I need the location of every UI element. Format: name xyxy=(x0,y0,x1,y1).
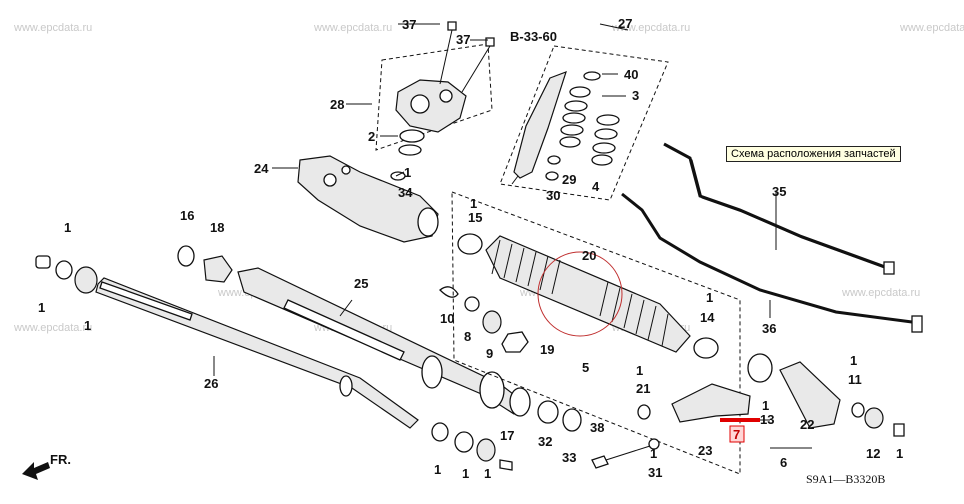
rack-housing[interactable] xyxy=(237,267,531,417)
callout-1[interactable]: 1 xyxy=(896,446,903,461)
diagram-code: S9A1—B3320B xyxy=(806,472,885,486)
callout-5[interactable]: 5 xyxy=(582,360,589,375)
callout-33[interactable]: 33 xyxy=(562,450,576,465)
callout-26[interactable]: 26 xyxy=(204,376,218,391)
callout-32[interactable]: 32 xyxy=(538,434,552,449)
callout-15[interactable]: 15 xyxy=(468,210,482,225)
callout-29[interactable]: 29 xyxy=(562,172,576,187)
callout-2[interactable]: 2 xyxy=(368,129,375,144)
callout-25[interactable]: 25 xyxy=(354,276,368,291)
callout-27[interactable]: 27 xyxy=(618,16,632,31)
callout-14[interactable]: 14 xyxy=(700,310,715,325)
callout-37[interactable]: 37 xyxy=(402,17,416,32)
callout-1[interactable]: 1 xyxy=(84,318,91,333)
callout-28[interactable]: 28 xyxy=(330,97,344,112)
callout-19[interactable]: 19 xyxy=(540,342,554,357)
boot-kit-outline xyxy=(451,191,741,475)
callout-1[interactable]: 1 xyxy=(650,446,657,461)
reference-link[interactable]: B-33-60 xyxy=(510,29,557,44)
rack-boot[interactable] xyxy=(457,233,719,359)
callout-21[interactable]: 21 xyxy=(636,381,650,396)
watermark: www.epcdata.ru xyxy=(841,287,920,299)
gearbox-housing[interactable] xyxy=(297,155,459,298)
callout-4[interactable]: 4 xyxy=(592,179,600,194)
callout-35[interactable]: 35 xyxy=(772,184,786,199)
front-arrow: FR. xyxy=(22,452,71,480)
callout-7[interactable]: 7 xyxy=(733,427,740,442)
callout-10[interactable]: 10 xyxy=(440,311,454,326)
callout-1[interactable]: 1 xyxy=(434,462,441,477)
callout-1[interactable]: 1 xyxy=(762,398,769,413)
watermark: www.epcdata.ru xyxy=(899,22,964,34)
callout-38[interactable]: 38 xyxy=(590,420,604,435)
callout-1[interactable]: 1 xyxy=(484,466,491,481)
callout-31[interactable]: 31 xyxy=(648,465,662,480)
callout-16[interactable]: 16 xyxy=(180,208,194,223)
callout-18[interactable]: 18 xyxy=(210,220,224,235)
watermark: www.epcdata.ru xyxy=(13,322,92,334)
callout-24[interactable]: 24 xyxy=(254,161,269,176)
callout-6[interactable]: 6 xyxy=(780,455,787,470)
callout-23[interactable]: 23 xyxy=(698,443,712,458)
leader-lines xyxy=(213,23,812,449)
left-seals[interactable] xyxy=(35,245,233,294)
callout-1[interactable]: 1 xyxy=(636,363,643,378)
callout-1[interactable]: 1 xyxy=(470,196,477,211)
tie-rod-end[interactable] xyxy=(637,353,905,450)
callout-1[interactable]: 1 xyxy=(64,220,71,235)
callout-3[interactable]: 3 xyxy=(632,88,639,103)
steering-rack[interactable] xyxy=(95,277,419,429)
callout-40[interactable]: 40 xyxy=(624,67,638,82)
watermark: www.epcdata.ru xyxy=(13,22,92,34)
callout-9[interactable]: 9 xyxy=(486,346,493,361)
callout-1[interactable]: 1 xyxy=(38,300,45,315)
callout-20[interactable]: 20 xyxy=(582,248,596,263)
callout-1[interactable]: 1 xyxy=(850,353,857,368)
callout-30[interactable]: 30 xyxy=(546,188,560,203)
callout-36[interactable]: 36 xyxy=(762,321,776,336)
middle-small-parts[interactable] xyxy=(431,296,651,471)
tooltip: Схема расположения запчастей xyxy=(726,146,901,162)
callout-17[interactable]: 17 xyxy=(500,428,514,443)
callout-34[interactable]: 34 xyxy=(398,185,413,200)
valve-housing[interactable] xyxy=(375,21,495,181)
callout-22[interactable]: 22 xyxy=(800,417,814,432)
watermark: www.epcdata.ru xyxy=(313,22,392,34)
callout-8[interactable]: 8 xyxy=(464,329,471,344)
fluid-lines[interactable] xyxy=(621,142,923,333)
watermark: www.epcdata.ru xyxy=(611,22,690,34)
callout-12[interactable]: 12 xyxy=(866,446,880,461)
pinion-shaft-kit[interactable] xyxy=(499,45,669,201)
callout-1[interactable]: 1 xyxy=(706,290,713,305)
callout-37[interactable]: 37 xyxy=(456,32,470,47)
callout-13[interactable]: 13 xyxy=(760,412,774,427)
front-label: FR. xyxy=(50,452,71,467)
callout-1[interactable]: 1 xyxy=(462,466,469,481)
highlight-box xyxy=(729,425,745,443)
callout-11[interactable]: 11 xyxy=(848,372,862,387)
callout-1[interactable]: 1 xyxy=(404,165,411,180)
